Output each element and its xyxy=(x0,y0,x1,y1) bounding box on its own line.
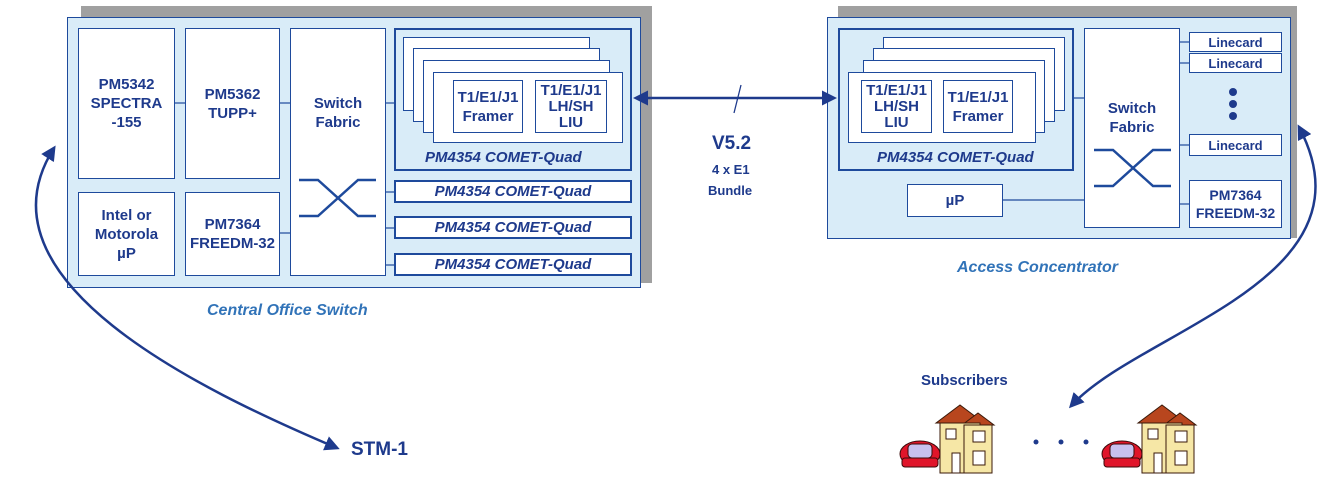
ac-switch-line-1: Switch xyxy=(1107,100,1157,117)
spectra-line-1: PM5342 xyxy=(98,76,155,93)
co-framer-box: T1/E1/J1 Framer xyxy=(453,80,523,133)
v52-link-slash xyxy=(733,84,742,114)
spectra-line-2: SPECTRA xyxy=(90,95,163,112)
house-icon xyxy=(934,404,996,474)
ac-liu-line-1: T1/E1/J1 xyxy=(866,81,927,99)
co-framer-line-1: T1/E1/J1 xyxy=(457,88,519,106)
ac-connectors xyxy=(1003,41,1189,205)
co-switch-line-2: Fabric xyxy=(315,114,361,131)
co-liu-line-2: LH/SH xyxy=(548,97,594,115)
ac-framer-box: T1/E1/J1 Framer xyxy=(943,80,1013,133)
ac-liu-box: T1/E1/J1 LH/SH LIU xyxy=(861,80,932,133)
ac-comet-label: PM4354 COMET-Quad xyxy=(877,149,1034,166)
co-comet-row-1-label: PM4354 COMET-Quad xyxy=(434,183,592,200)
co-comet-row-2-label: PM4354 COMET-Quad xyxy=(434,219,592,236)
linecard-2-label: Linecard xyxy=(1208,55,1263,71)
co-comet-row-3: PM4354 COMET-Quad xyxy=(394,253,632,276)
link-title: V5.2 xyxy=(712,133,752,154)
ac-up-box: µP xyxy=(907,184,1003,217)
tupp-line-2: TUPP+ xyxy=(208,104,257,122)
co-switch-line-1: Switch xyxy=(313,95,363,112)
stm1-arrow xyxy=(35,145,340,451)
ac-liu-line-2: LH/SH xyxy=(874,97,919,115)
linecard-dots-icon xyxy=(1229,88,1237,120)
co-framer-line-2: Framer xyxy=(462,107,514,125)
ellipsis-icon xyxy=(1033,439,1089,445)
co-liu-line-1: T1/E1/J1 xyxy=(540,81,602,99)
subscriber-arrow xyxy=(1068,124,1317,409)
ac-framer-line-2: Framer xyxy=(952,107,1004,125)
stm-label: STM-1 xyxy=(351,439,408,460)
co-liu-line-3: LIU xyxy=(558,113,584,131)
spectra-line-3: -155 xyxy=(111,114,142,131)
ac-framer-line-1: T1/E1/J1 xyxy=(947,88,1009,106)
linecard-1: Linecard xyxy=(1189,32,1282,52)
telephone-icon xyxy=(1101,440,1143,468)
telephone-icon xyxy=(899,440,941,468)
co-comet-row-3-label: PM4354 COMET-Quad xyxy=(434,256,592,273)
co-comet-row-1: PM4354 COMET-Quad xyxy=(394,180,632,203)
co-switch-symbol xyxy=(299,178,376,218)
ac-liu-line-3: LIU xyxy=(884,113,909,131)
co-comet-row-2: PM4354 COMET-Quad xyxy=(394,216,632,239)
ac-switch-symbol xyxy=(1094,148,1171,188)
co-connectors xyxy=(175,102,394,266)
tupp-line-1: PM5362 xyxy=(204,85,261,103)
linecard-1-label: Linecard xyxy=(1208,34,1263,50)
house-icon xyxy=(1136,404,1198,474)
link-sub-2: Bundle xyxy=(708,183,753,198)
co-comet-label: PM4354 COMET-Quad xyxy=(425,149,582,166)
subscribers-label: Subscribers xyxy=(921,372,1008,389)
ac-up-label: µP xyxy=(945,192,965,209)
link-sub-1: 4 x E1 xyxy=(712,162,750,177)
linecard-2: Linecard xyxy=(1189,53,1282,73)
co-liu-box: T1/E1/J1 LH/SH LIU xyxy=(535,80,607,133)
